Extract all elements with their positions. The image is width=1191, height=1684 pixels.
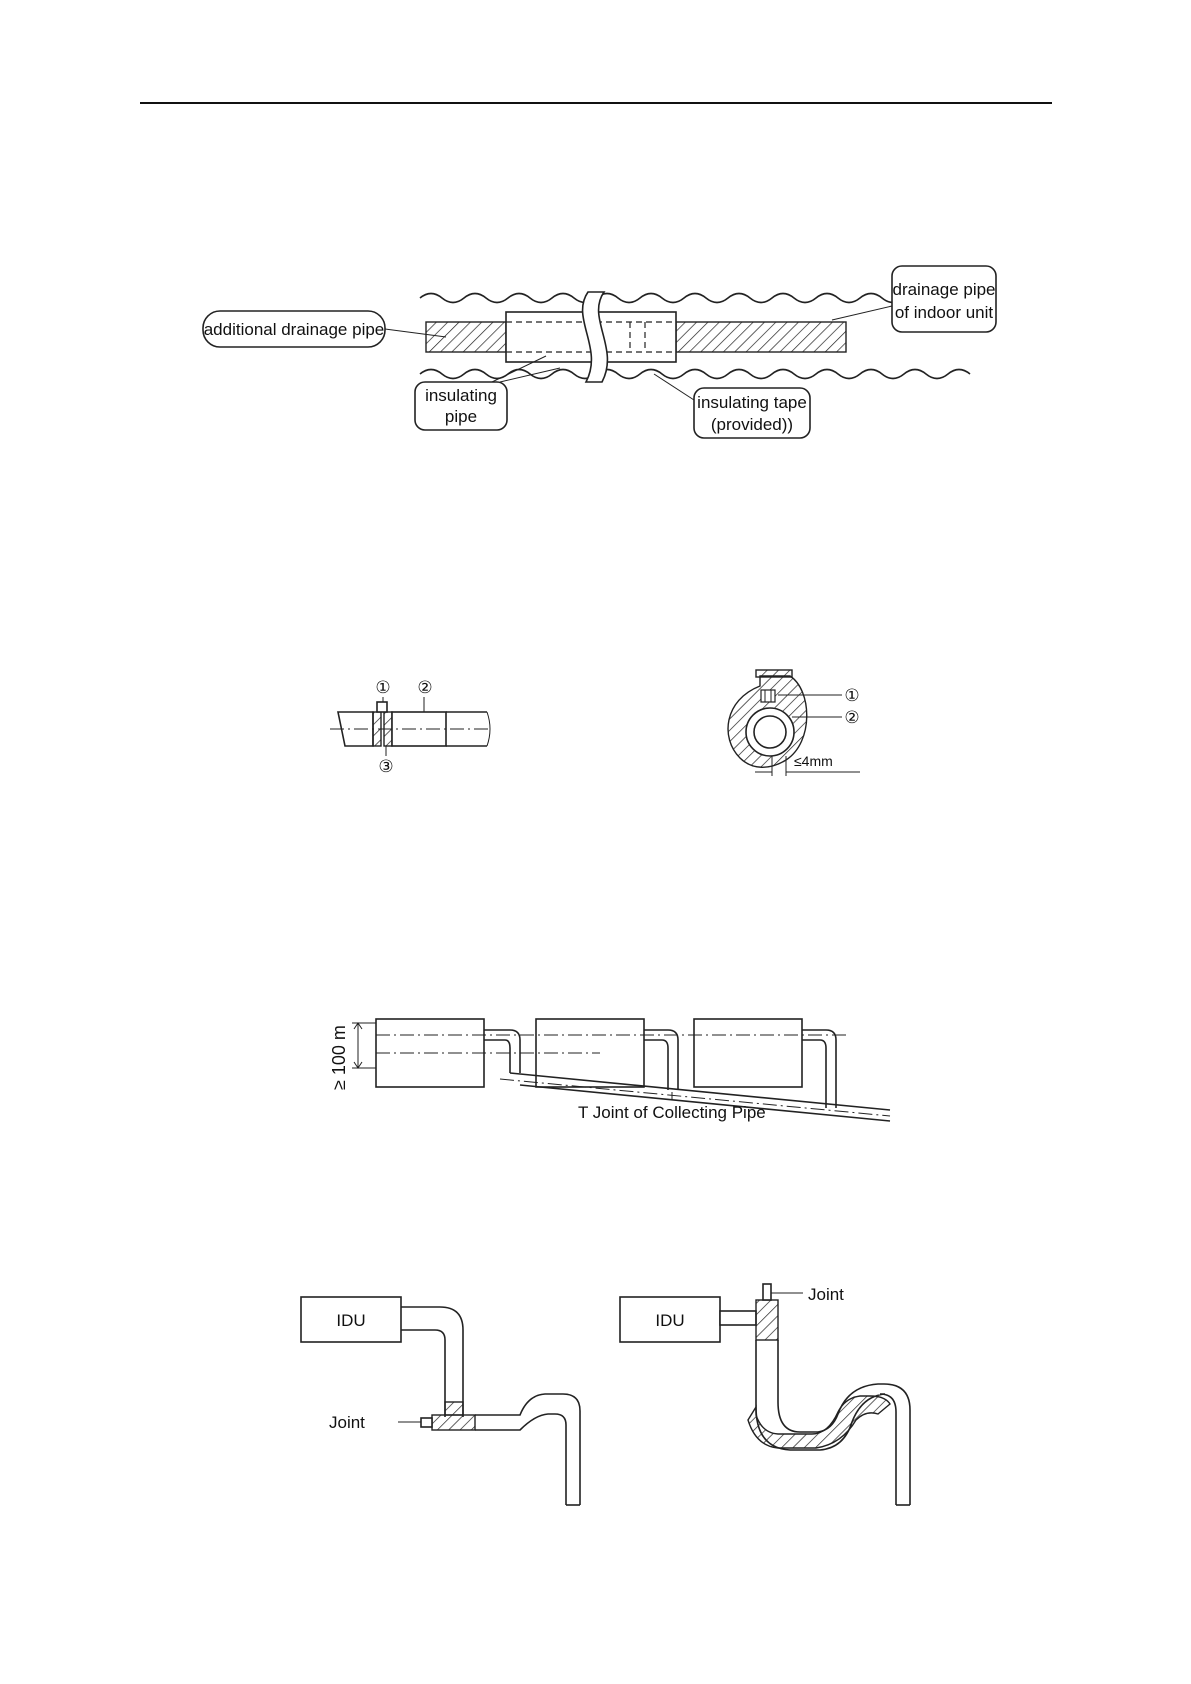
figure-collecting-pipe: ≥ 100 m T Joint of Collecting Pipe [329,1019,890,1122]
marker-2-right: ② [844,708,859,727]
indoor-unit-3 [694,1019,802,1087]
joint-label-right: Joint [808,1285,844,1304]
idu-label-right: IDU [655,1311,684,1330]
marker-1-left: ① [375,678,390,697]
caption-t-joint: T Joint of Collecting Pipe [578,1103,766,1122]
label-insulating-pipe-line2: pipe [445,407,477,426]
additional-drainage-pipe [426,322,506,352]
label-drainage-pipe-line1: drainage pipe [892,280,995,299]
figure-joint-right: IDU Joint [620,1284,910,1505]
indoor-drainage-pipe [676,322,846,352]
insulation-top-wave [420,294,970,303]
figure-clamp-side-view: ① ② ③ [330,678,492,776]
label-insulating-tape-line2: (provided)) [711,415,793,434]
label-drainage-pipe-line2: of indoor unit [895,303,994,322]
label-insulating-pipe-line1: insulating [425,386,497,405]
marker-1-right: ① [844,686,859,705]
figure-clamp-section-view: ① ② ≤4mm [728,670,860,776]
figure-drainage-insulation: additional drainage pipe drainage pipe o… [203,266,996,438]
idu-label-left: IDU [336,1311,365,1330]
label-additional-drainage-pipe: additional drainage pipe [204,320,385,339]
dimension-4mm: ≤4mm [794,753,833,769]
figure-joint-left: IDU Joint [301,1297,580,1505]
label-insulating-tape-line1: insulating tape [697,393,807,412]
dimension-100m: ≥ 100 m [329,1025,349,1090]
marker-3-left: ③ [378,757,393,776]
joint-label-left: Joint [329,1413,365,1432]
marker-2-left: ② [417,678,432,697]
